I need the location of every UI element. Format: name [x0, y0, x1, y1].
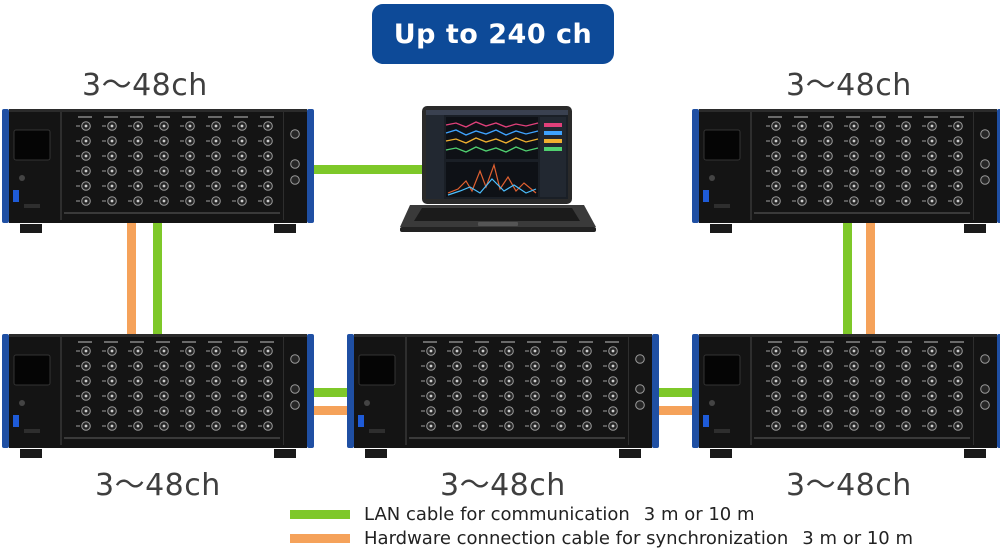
lan-cable-laptop: [312, 165, 424, 174]
legend-swatch-lan: [290, 509, 350, 519]
legend-length-hardware: 3 m or 10 m: [802, 527, 914, 549]
lan-cable-left-vertical: [153, 219, 162, 337]
unit-graphic: [2, 109, 314, 233]
sync-cable-bottom-right: [654, 406, 696, 415]
legend-length-lan: 3 m or 10 m: [643, 503, 755, 525]
lan-cable-right-vertical: [843, 219, 852, 337]
laptop-icon: [400, 106, 596, 232]
channel-label-top-left: 3～48ch: [82, 68, 208, 103]
data-acquisition-unit: [2, 333, 314, 459]
legend-lan: LAN cable for communication 3 m or 10 m: [290, 503, 755, 525]
lan-cable-bottom-left: [312, 388, 352, 397]
data-acquisition-unit: [2, 108, 314, 234]
unit-graphic: [692, 334, 1000, 458]
sync-cable-bottom-left: [312, 406, 352, 415]
unit-graphic: [2, 334, 314, 458]
laptop-pc: [400, 105, 596, 233]
data-acquisition-unit: [692, 333, 1000, 459]
legend-label-hardware: Hardware connection cable for synchroniz…: [364, 527, 789, 549]
channel-label-bottom-center: 3～48ch: [440, 468, 566, 503]
legend-label-lan: LAN cable for communication: [364, 503, 630, 525]
sync-cable-right-vertical: [866, 219, 875, 337]
lan-cable-bottom-right: [654, 388, 696, 397]
data-acquisition-unit: [347, 333, 659, 459]
unit-graphic: [347, 334, 659, 458]
unit-graphic: [692, 109, 1000, 233]
legend-swatch-hardware: [290, 533, 350, 543]
data-acquisition-unit: [692, 108, 1000, 234]
channel-label-bottom-right: 3～48ch: [786, 468, 912, 503]
sync-cable-left-vertical: [127, 219, 136, 337]
channel-label-bottom-left: 3～48ch: [95, 468, 221, 503]
legend-hardware: Hardware connection cable for synchroniz…: [290, 527, 914, 549]
max-channel-banner: Up to 240 ch: [372, 4, 614, 64]
channel-label-top-right: 3～48ch: [786, 68, 912, 103]
